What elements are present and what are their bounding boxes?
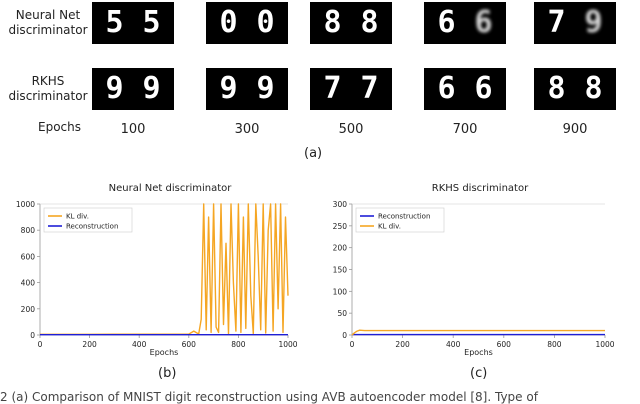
original-digit: 7 — [323, 71, 342, 106]
y-tick-label: 150 — [333, 266, 348, 275]
reconstructed-digit: 5 — [142, 5, 161, 40]
y-tick-label: 300 — [333, 200, 348, 209]
epoch-value: 300 — [234, 122, 260, 137]
x-tick-label: 600 — [497, 340, 512, 349]
chart-b-neural-net: 0 200 400 600 800 1000 0 200 400 600 800 1000Epochs… — [16, 200, 298, 357]
original-digit: 8 — [547, 71, 566, 106]
y-tick-label: 250 — [333, 222, 348, 231]
y-tick-label: 100 — [333, 287, 348, 296]
figure-footer-text: 2 (a) Comparison of MNIST digit reconstr… — [0, 390, 538, 404]
chart-c-title: RKHS discriminator — [431, 183, 529, 194]
epochs-label: Epochs — [38, 120, 81, 134]
reconstructed-digit: 9 — [256, 71, 275, 106]
x-tick-label: 600 — [182, 340, 197, 349]
y-tick-label: 600 — [21, 252, 36, 261]
epoch-value: 500 — [338, 122, 364, 137]
epoch-value: 900 — [562, 122, 588, 137]
y-tick-label: 0 — [30, 331, 35, 340]
original-digit: 6 — [437, 5, 456, 40]
series-line-1 — [351, 329, 605, 336]
x-tick-label: 0 — [38, 340, 43, 349]
legend-entry: Reconstruction — [378, 213, 430, 221]
x-axis-label: Epochs — [464, 348, 493, 357]
row-label-nn: Neural Net discriminator — [8, 8, 88, 37]
original-digit: 7 — [547, 5, 566, 40]
x-tick-label: 400 — [132, 340, 147, 349]
reconstructed-digit: 7 — [360, 71, 379, 106]
caption-c: (c) — [470, 366, 488, 381]
x-tick-label: 1000 — [278, 340, 297, 349]
legend-entry: Reconstruction — [66, 223, 118, 231]
y-tick-label: 200 — [21, 305, 36, 314]
y-tick-label: 400 — [21, 279, 36, 288]
legend-entry: KL div. — [66, 213, 89, 221]
y-tick-label: 50 — [337, 309, 347, 318]
reconstructed-digit: 6 — [474, 71, 493, 106]
y-tick-label: 0 — [342, 331, 347, 340]
caption-b: (b) — [158, 366, 177, 381]
legend-box — [355, 207, 445, 233]
original-digit: 5 — [105, 5, 124, 40]
original-digit: 8 — [323, 5, 342, 40]
legend-box — [43, 207, 133, 233]
reconstructed-digit: 6 — [474, 5, 493, 40]
chart-b-title: Neural Net discriminator — [108, 183, 232, 194]
caption-a: (a) — [304, 146, 323, 161]
x-tick-label: 200 — [395, 340, 410, 349]
x-tick-label: 800 — [231, 340, 246, 349]
reconstructed-digit: 8 — [584, 71, 603, 106]
reconstructed-digit: 0 — [256, 5, 275, 40]
legend-entry: KL div. — [378, 223, 401, 231]
x-tick-label: 400 — [446, 340, 461, 349]
chart-c-rkhs: 0 50 100 150 200 250 300 0 200 400 600 800 1000Epoch… — [333, 200, 615, 357]
original-digit: 6 — [437, 71, 456, 106]
series-line-0 — [40, 203, 289, 336]
reconstructed-digit: 9 — [142, 71, 161, 106]
x-tick-label: 1000 — [595, 340, 614, 349]
reconstructed-digit: 8 — [360, 5, 379, 40]
original-digit: 9 — [105, 71, 124, 106]
epoch-value: 100 — [120, 122, 146, 137]
y-tick-label: 1000 — [16, 200, 35, 209]
x-tick-label: 800 — [547, 340, 562, 349]
reconstructed-digit: 9 — [584, 5, 603, 40]
original-digit: 0 — [219, 5, 238, 40]
y-tick-label: 200 — [333, 244, 348, 253]
y-tick-label: 800 — [21, 226, 36, 235]
row-label-rkhs: RKHS discriminator — [8, 74, 88, 103]
x-tick-label: 200 — [82, 340, 97, 349]
x-tick-label: 0 — [350, 340, 355, 349]
x-axis-label: Epochs — [150, 348, 179, 357]
original-digit: 9 — [219, 71, 238, 106]
epoch-value: 700 — [452, 122, 478, 137]
